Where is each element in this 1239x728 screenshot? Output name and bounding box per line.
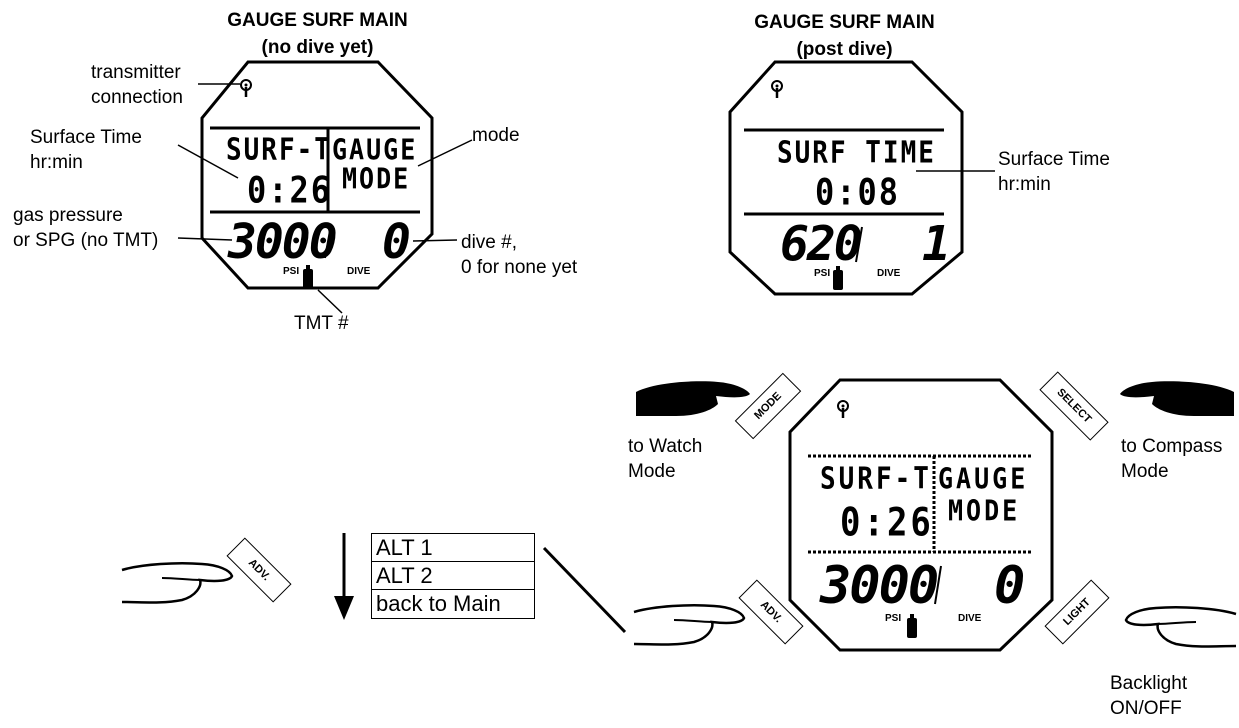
bottom-lcd-label: SURF-T (820, 462, 932, 497)
callout-tmt: TMT # (294, 313, 349, 334)
right-psi: PSI (814, 268, 831, 279)
antenna-icon (771, 80, 783, 98)
list-item: back to Main (376, 591, 501, 616)
bottom-lcd-time: 0:26 (840, 500, 934, 546)
right-callout-surface-time: Surface Time hr:min (998, 147, 1110, 197)
left-lcd-mode-line1: GAUGE (332, 133, 418, 167)
bottom-dive-label: DIVE (958, 613, 982, 624)
right-callout-surface-time-line2: hr:min (998, 174, 1051, 195)
down-arrow-icon (334, 533, 354, 620)
alt-list: ALT 1 ALT 2 back to Main (371, 533, 535, 619)
bottom-lcd-pressure: 3000 (820, 556, 939, 616)
bottom-psi: PSI (885, 613, 902, 624)
pointing-hand-icon (633, 604, 746, 646)
action-compass-line2: Mode (1121, 461, 1169, 482)
action-backlight-line1: Backlight (1110, 673, 1188, 694)
list-item: ALT 1 (372, 534, 534, 562)
right-dive-label: DIVE (877, 268, 901, 279)
left-dive-label: DIVE (347, 266, 371, 277)
bottom-watch-face (788, 378, 1054, 652)
bottom-lcd-mode-line2: MODE (948, 494, 1021, 528)
callout-transmitter-line1: transmitter (91, 62, 181, 83)
callout-gas-line1: gas pressure (13, 205, 123, 226)
right-lcd-dive: 1 (922, 216, 951, 272)
pointing-hand-icon (121, 562, 234, 604)
right-title-line1: GAUGE SURF MAIN (754, 12, 935, 33)
tank-icon (303, 265, 313, 289)
action-watch-line1: to Watch (628, 436, 703, 457)
left-lcd-pressure: 3000 (228, 214, 338, 270)
callout-gas-pressure: gas pressure or SPG (no TMT) (13, 203, 158, 253)
antenna-icon (240, 79, 252, 97)
action-compass-mode: to Compass Mode (1121, 434, 1222, 484)
callout-surface-time: Surface Time hr:min (30, 125, 142, 175)
action-backlight-line2: ON/OFF (1110, 698, 1182, 719)
list-item: ALT 2 (372, 562, 534, 590)
right-lcd-pressure: 620 (780, 216, 863, 272)
left-lcd-dive: 0 (382, 214, 411, 270)
action-backlight: Backlight ON/OFF (1110, 671, 1187, 721)
pointing-hand-icon (1124, 606, 1237, 648)
left-title-line2: (no dive yet) (261, 37, 374, 58)
right-title: GAUGE SURF MAIN (post dive) (722, 9, 967, 63)
callout-transmitter: transmitter connection (91, 60, 183, 110)
action-watch-line2: Mode (628, 461, 676, 482)
left-title: GAUGE SURF MAIN (no dive yet) (195, 7, 440, 61)
bottom-lcd-dive: 0 (994, 556, 1025, 616)
right-title-line2: (post dive) (796, 39, 893, 60)
callout-dive-line2: 0 for none yet (461, 257, 578, 278)
pointing-hand-icon (1120, 381, 1234, 416)
callout-dive: dive #, 0 for none yet (461, 230, 577, 280)
callout-dive-line1: dive #, (461, 232, 517, 253)
tank-icon (833, 266, 843, 290)
tank-icon (907, 614, 917, 638)
pointing-hand-icon (636, 381, 750, 416)
callout-mode: mode (472, 125, 520, 146)
callout-gas-line2: or SPG (no TMT) (13, 230, 159, 251)
antenna-icon (837, 400, 849, 418)
action-compass-line1: to Compass (1121, 436, 1223, 457)
callout-transmitter-line2: connection (91, 87, 183, 108)
action-watch-mode: to Watch Mode (628, 434, 702, 484)
right-watch-face (728, 60, 964, 296)
right-lcd-label: SURF TIME (777, 136, 936, 171)
left-lcd-label: SURF-T (226, 133, 332, 168)
left-title-line1: GAUGE SURF MAIN (227, 10, 408, 31)
left-lcd-mode-line2: MODE (342, 162, 411, 196)
callout-surface-time-line2: hr:min (30, 152, 83, 173)
callout-surface-time-line1: Surface Time (30, 127, 142, 148)
bottom-lcd-mode-line1: GAUGE (938, 462, 1029, 496)
left-psi: PSI (283, 266, 300, 277)
right-callout-surface-time-line1: Surface Time (998, 149, 1110, 170)
left-lcd-time: 0:26 (247, 168, 333, 212)
right-lcd-time: 0:08 (815, 170, 901, 214)
